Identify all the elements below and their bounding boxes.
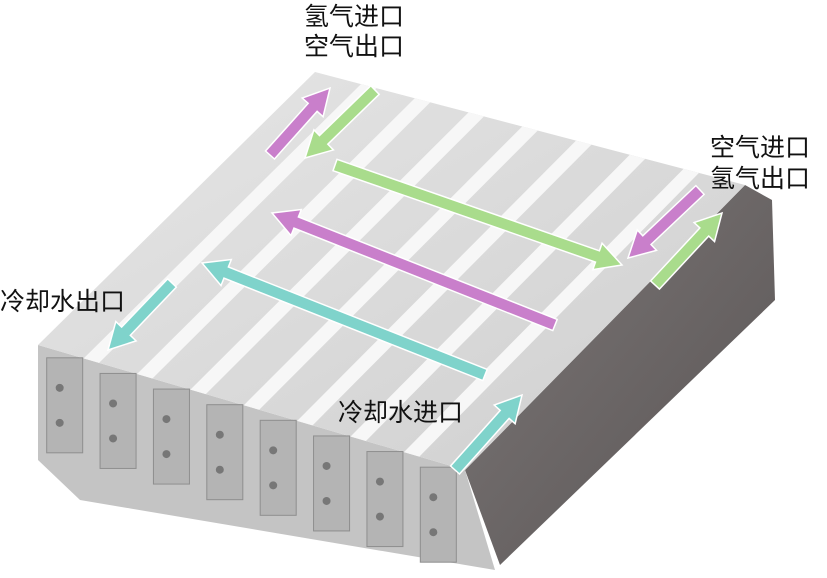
flow-arrow <box>270 208 559 332</box>
bolt-hole <box>322 461 331 470</box>
stack-right-side-face <box>465 185 775 565</box>
bolt-hole <box>109 434 118 443</box>
end-plate-block <box>259 419 297 516</box>
label-air-inlet: 空气进口 <box>710 133 811 162</box>
bolt-hole <box>55 383 64 392</box>
bolt-hole <box>322 496 331 505</box>
bolt-hole <box>375 477 384 486</box>
label-air-outlet: 空气出口 <box>304 32 405 61</box>
end-plate-block <box>313 435 351 532</box>
bolt-hole <box>429 528 438 537</box>
bolt-hole <box>55 418 64 427</box>
flow-arrow <box>332 158 624 271</box>
bolt-hole <box>375 512 384 521</box>
bolt-hole <box>215 430 224 439</box>
flow-arrow <box>626 184 706 260</box>
flow-arrows <box>106 84 724 476</box>
label-hydrogen-inlet: 氢气进口 <box>304 2 405 31</box>
bolt-hole <box>162 450 171 459</box>
end-plate-block <box>99 372 137 469</box>
flow-arrow <box>200 258 489 382</box>
coolant-channel-stripe <box>190 112 484 395</box>
bolt-hole <box>215 465 224 474</box>
bolt-hole <box>109 399 118 408</box>
end-plate-block <box>366 451 404 548</box>
bolt-hole <box>162 415 171 424</box>
label-hydrogen-outlet: 氢气出口 <box>710 164 811 193</box>
coolant-channel-stripe <box>243 126 538 410</box>
end-plate-block <box>419 466 457 563</box>
flow-arrow <box>264 86 332 161</box>
flow-arrow <box>106 277 178 352</box>
bolt-hole <box>269 446 278 455</box>
coolant-channel-stripe <box>403 168 699 457</box>
bolt-hole <box>429 493 438 502</box>
bolt-hole <box>269 481 278 490</box>
flow-arrow <box>649 211 724 291</box>
front-end-blocks <box>46 357 457 563</box>
end-plate-block <box>206 404 244 501</box>
label-coolant-outlet: 冷却水出口 <box>0 287 126 316</box>
label-coolant-inlet: 冷却水进口 <box>338 398 464 427</box>
end-plate-block <box>46 357 84 454</box>
flow-arrow <box>303 84 381 160</box>
flow-arrow <box>449 393 524 476</box>
end-plate-block <box>152 388 190 485</box>
